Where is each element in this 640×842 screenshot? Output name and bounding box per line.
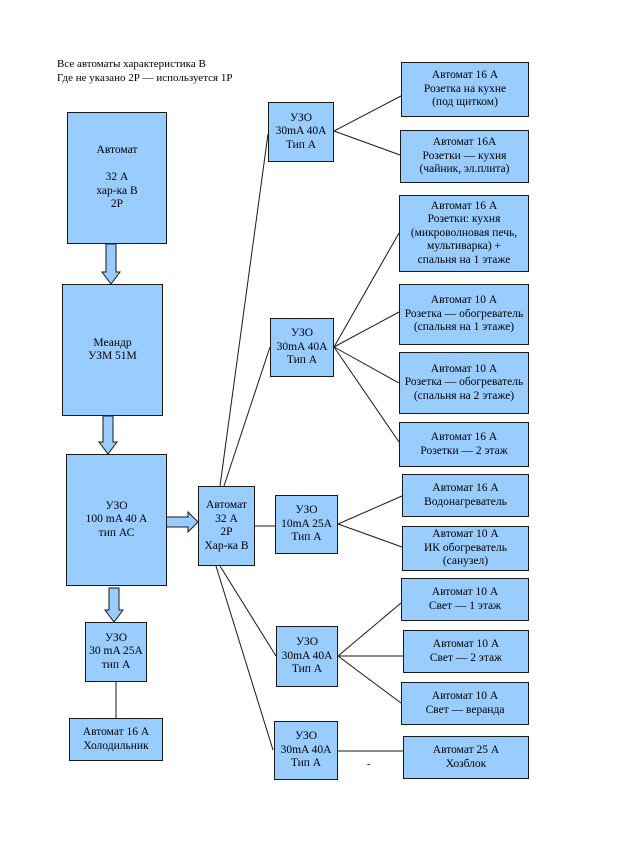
rcd-label-2: УЗО 30mA 40A Тип А	[276, 327, 328, 367]
main-rcd-label: УЗО 100 mA 40 A тип АС	[85, 499, 148, 539]
circuit-label-6: Автомат 16 А Розетки — 2 этаж	[420, 431, 508, 457]
circuit-box-10: Автомат 10 А Свет — 2 этаж	[403, 630, 529, 673]
circuit-box-2: Автомат 16А Розетки — кухня (чайник, эл.…	[400, 130, 529, 183]
circuit-label-4: Автомат 10 А Розетка — обогреватель (спа…	[404, 294, 524, 334]
main-rcd-box: УЗО 100 mA 40 A тип АС	[66, 454, 167, 586]
rcd-box-3: УЗО 10mA 25A Тип А	[275, 495, 338, 554]
arrow-down	[104, 587, 124, 623]
wire	[219, 565, 277, 657]
wire	[219, 133, 269, 487]
rcd-box-2: УЗО 30mA 40A Тип А	[270, 318, 334, 377]
wire	[337, 523, 403, 548]
wire	[333, 232, 400, 348]
wire	[215, 565, 274, 751]
note-characteristic: Все автоматы характеристика В	[57, 58, 206, 70]
circuit-label-5: Автомат 10 А Розетка — обогреватель (спа…	[404, 362, 524, 402]
circuit-label-1: Автомат 16 А Розетка на кухне (под щитко…	[423, 69, 507, 109]
circuit-box-4: Автомат 10 А Розетка — обогреватель (спа…	[399, 284, 529, 345]
rcd-label-5: УЗО 30mA 40A Тип А	[280, 730, 332, 770]
breaker-32a-box: Автомат 32 А 2Р Хар-ка В	[198, 486, 255, 566]
arrow-down	[101, 243, 121, 285]
stray-mark: -	[367, 758, 371, 770]
circuit-box-1: Автомат 16 А Розетка на кухне (под щитко…	[401, 62, 529, 117]
rcd-label-1: УЗО 30mA 40A Тип А	[275, 111, 327, 151]
rcd-box-4: УЗО 30mA 40A Тип А	[276, 626, 338, 687]
meander-relay-label: Меандр УЗМ 51М	[88, 336, 137, 363]
circuit-box-5: Автомат 10 А Розетка — обогреватель (спа…	[399, 352, 529, 414]
wire	[333, 95, 402, 132]
circuit-box-11: Автомат 10 А Свет — веранда	[401, 682, 529, 725]
breaker-32a-label: Автомат 32 А 2Р Хар-ка В	[204, 499, 249, 552]
main-breaker-label: Автомат 32 А хар-ка В 2Р	[96, 144, 138, 211]
fridge-breaker-box: Автомат 16 А Холодильник	[69, 718, 163, 761]
fridge-rcd-label: УЗО 30 mA 25A тип А	[89, 631, 143, 671]
circuit-box-3: Автомат 16 А Розетки: кухня (микроволнов…	[399, 195, 529, 272]
fridge-breaker-label: Автомат 16 А Холодильник	[82, 726, 150, 752]
circuit-label-8: Автомат 10 А ИК обогреватель (санузел)	[424, 528, 507, 568]
wire	[333, 311, 400, 348]
circuit-box-6: Автомат 16 А Розетки — 2 этаж	[399, 422, 529, 467]
note-poles: Где не указано 2Р — используется 1Р	[57, 72, 233, 84]
circuit-box-8: Автомат 10 А ИК обогреватель (санузел)	[402, 526, 529, 571]
rcd-box-5: УЗО 30mA 40A Тип А	[274, 721, 338, 780]
circuit-label-9: Автомат 10 А Свет — 1 этаж	[428, 586, 502, 612]
wire	[223, 346, 271, 487]
wire	[337, 602, 402, 657]
circuit-box-7: Автомат 16 А Водонагреватель	[402, 474, 529, 517]
circuit-label-7: Автомат 16 А Водонагреватель	[424, 482, 507, 508]
circuit-box-9: Автомат 10 А Свет — 1 этаж	[401, 578, 529, 621]
arrow-down	[98, 415, 118, 455]
wire	[333, 346, 400, 443]
rcd-label-4: УЗО 30mA 40A Тип А	[281, 636, 333, 676]
meander-relay-box: Меандр УЗМ 51М	[62, 284, 163, 416]
fridge-rcd-box: УЗО 30 mA 25A тип А	[85, 622, 147, 682]
rcd-box-1: УЗО 30mA 40A Тип А	[268, 102, 334, 162]
arrow-right	[165, 510, 199, 534]
rcd-label-3: УЗО 10mA 25A Тип А	[281, 504, 332, 544]
circuit-box-12: Автомат 25 А Хозблок	[403, 736, 529, 779]
wire	[337, 495, 403, 525]
circuit-label-10: Автомат 10 А Свет — 2 этаж	[429, 638, 503, 664]
wire	[337, 655, 402, 704]
wire	[333, 130, 401, 156]
circuit-label-3: Автомат 16 А Розетки: кухня (микроволнов…	[410, 199, 518, 266]
wire	[333, 346, 400, 384]
main-breaker-box: Автомат 32 А хар-ка В 2Р	[67, 112, 167, 244]
circuit-label-12: Автомат 25 А Хозблок	[432, 744, 500, 770]
circuit-label-2: Автомат 16А Розетки — кухня (чайник, эл.…	[419, 136, 510, 176]
circuit-label-11: Автомат 10 А Свет — веранда	[425, 690, 505, 716]
